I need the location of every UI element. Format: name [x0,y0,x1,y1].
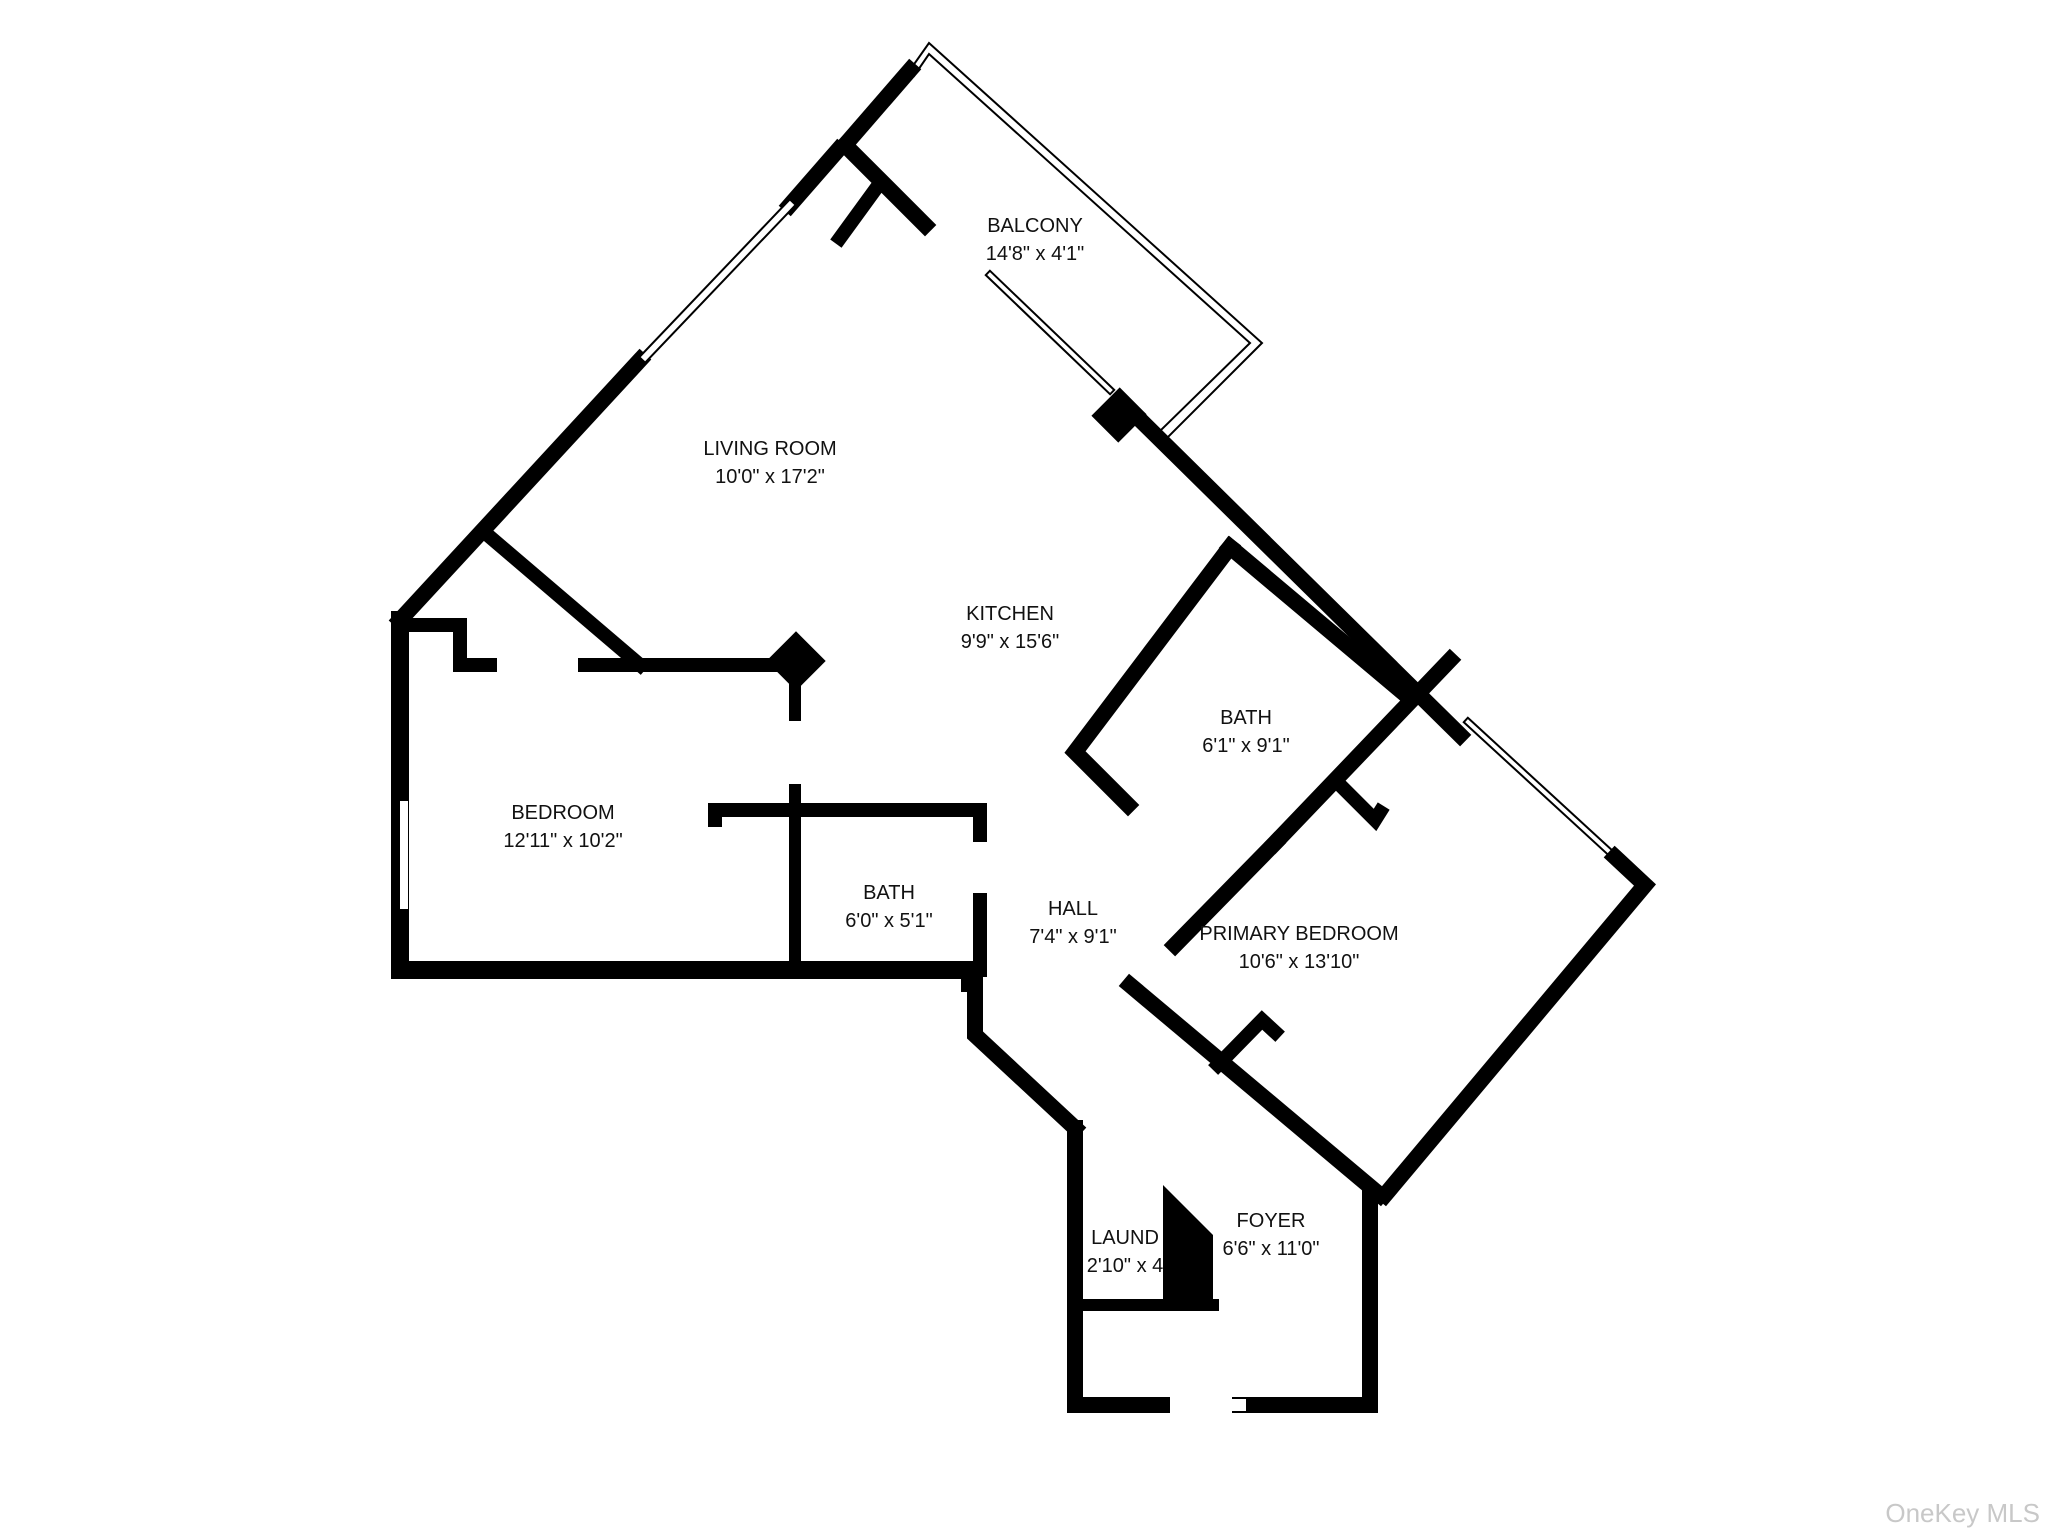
room-label: FOYER 6'6" x 11'0" [1222,1207,1319,1263]
room-name: BALCONY [987,215,1083,237]
room-dimensions: 6'1" x 9'1" [1202,735,1290,757]
room-name: LIVING ROOM [703,438,837,460]
room-label: LAUND 2'10" x 4 [1087,1224,1164,1280]
room-dimensions: 12'11" x 10'2" [503,830,623,852]
room-label: HALL 7'4" x 9'1" [1029,895,1116,951]
room-label: PRIMARY BEDROOM 10'6" x 13'10" [1199,920,1398,976]
room-label: LIVING ROOM 10'0" x 17'2" [703,435,836,491]
room-label: BEDROOM 12'11" x 10'2" [503,799,622,855]
room-name: BEDROOM [511,802,615,824]
room-label: BALCONY 14'8" x 4'1" [986,212,1085,268]
room-dimensions: 6'0" x 5'1" [845,910,933,932]
room-label: BATH 6'1" x 9'1" [1202,704,1289,760]
room-dimensions: 6'6" x 11'0" [1222,1238,1320,1260]
room-dimensions: 2'10" x 4 [1086,1255,1164,1277]
room-name: BATH [863,882,915,904]
room-name: KITCHEN [966,603,1054,625]
room-dimensions: 10'0" x 17'2" [715,466,825,488]
room-name: FOYER [1236,1210,1306,1232]
room-dimensions: 10'6" x 13'10" [1238,951,1360,973]
room-dimensions: 14'8" x 4'1" [985,243,1085,265]
room-dimensions: 7'4" x 9'1" [1029,926,1117,948]
room-name: PRIMARY BEDROOM [1199,923,1399,945]
room-label: KITCHEN 9'9" x 15'6" [961,600,1060,656]
room-dimensions: 9'9" x 15'6" [960,631,1060,653]
watermark: OneKey MLS [1885,1498,2040,1528]
room-name: HALL [1047,898,1099,920]
room-name: LAUND [1091,1227,1159,1249]
room-name: BATH [1220,707,1272,729]
room-label: BATH 6'0" x 5'1" [845,879,932,935]
